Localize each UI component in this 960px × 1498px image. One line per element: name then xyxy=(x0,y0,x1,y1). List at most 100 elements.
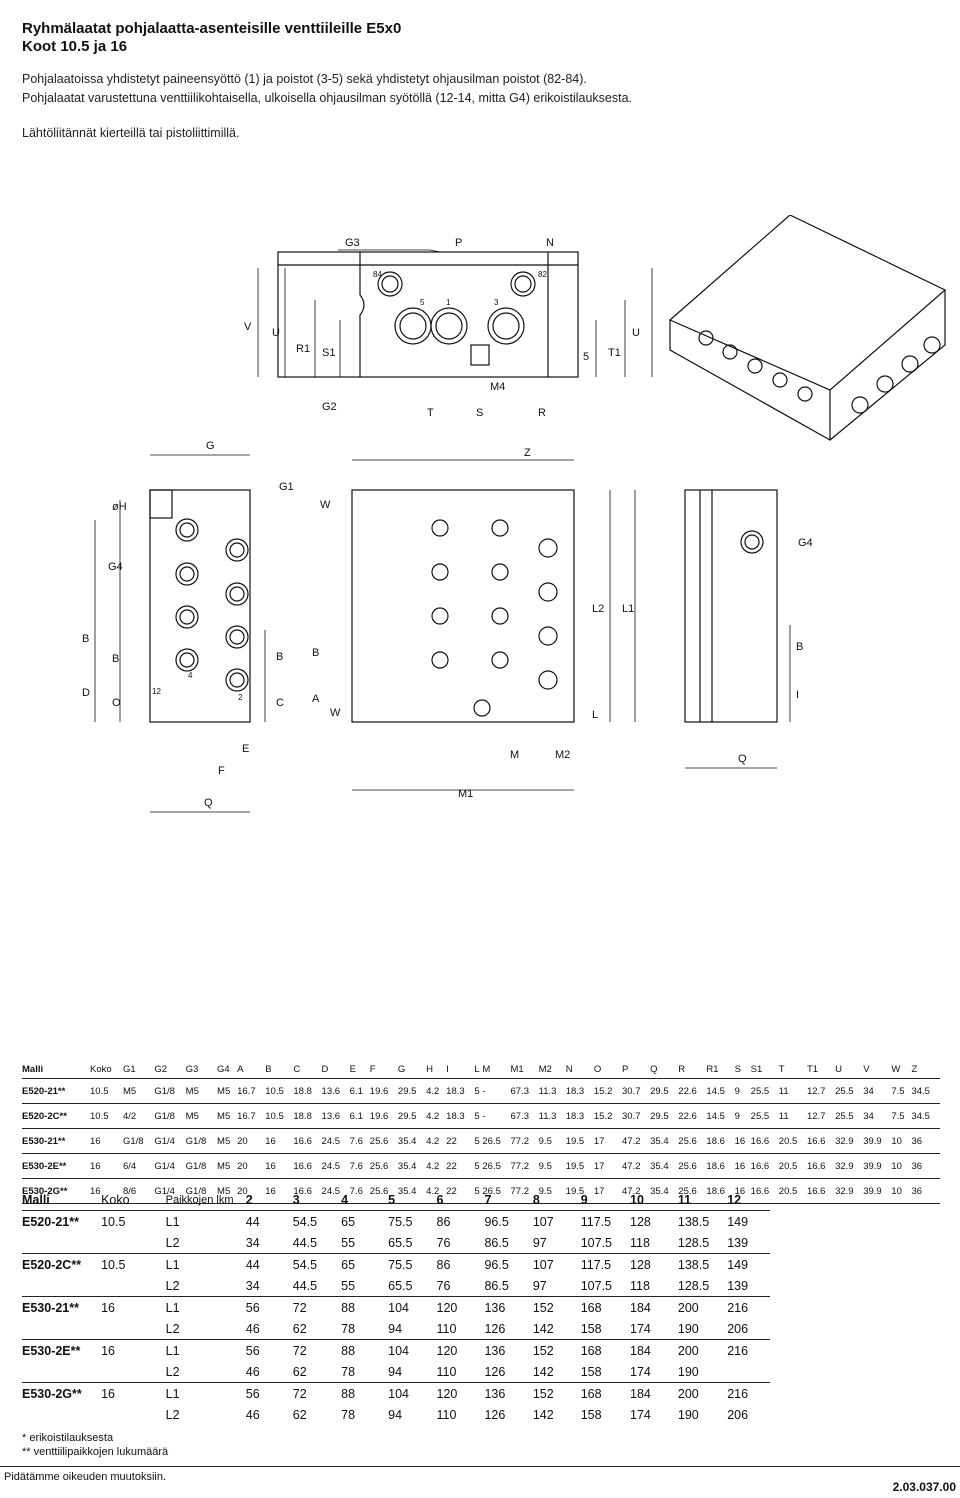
dim-value-cell: 18.3 xyxy=(446,1103,475,1129)
dim-value-cell: 4.2 xyxy=(426,1128,447,1154)
dim-value-cell: 12.7 xyxy=(806,1103,836,1129)
label-U-left: U xyxy=(272,327,280,339)
dim-value-cell: 39.9 xyxy=(863,1153,892,1179)
dim-value-cell: 32.9 xyxy=(835,1178,864,1204)
len-value-cell: 44 xyxy=(245,1257,260,1272)
label-L2: L2 xyxy=(592,603,604,615)
dim-value-cell: 24.5 xyxy=(321,1153,350,1179)
len-value-cell: 138.5 xyxy=(677,1214,710,1229)
dim-header-cell: G1 xyxy=(122,1060,155,1079)
label-5: 5 xyxy=(420,298,425,307)
dim-value-cell: 22 xyxy=(446,1128,475,1154)
dim-value-cell: G1/8 xyxy=(185,1153,218,1179)
label-R: R xyxy=(538,407,546,419)
label-4: 4 xyxy=(188,671,193,680)
dim-header-cell: Q xyxy=(650,1060,679,1079)
len-value-cell: 216 xyxy=(727,1343,749,1358)
dim-value-cell: 4.2 xyxy=(426,1103,447,1129)
dim-header-cell: U xyxy=(835,1060,864,1079)
len-dim-cell: L2 xyxy=(165,1275,246,1297)
len-value-cell: 104 xyxy=(388,1386,410,1401)
dim-value-cell: 18.6 xyxy=(706,1153,735,1179)
dim-value-cell: M5 xyxy=(217,1128,238,1154)
len-value-cell: 216 xyxy=(727,1300,749,1315)
label-G4-left: G4 xyxy=(108,561,123,573)
dim-value-cell: 35.4 xyxy=(650,1128,679,1154)
len-value-cell: 96.5 xyxy=(484,1214,509,1229)
len-value-cell: 94 xyxy=(388,1361,437,1383)
len-value-cell: 168 xyxy=(580,1386,602,1401)
len-value-cell: 110 xyxy=(436,1407,457,1422)
dim-header-cell: Malli xyxy=(22,1060,90,1079)
dim-header-cell: Z xyxy=(911,1060,940,1079)
dim-value-cell: 9 xyxy=(734,1078,751,1104)
len-size-cell: 16 xyxy=(101,1300,115,1315)
dim-header-cell: R xyxy=(678,1060,707,1079)
dim-header-cell: T xyxy=(778,1060,807,1079)
len-value-cell: 107 xyxy=(532,1257,554,1272)
dim-value-cell: 16.6 xyxy=(806,1178,836,1204)
dim-value-cell: 30.7 xyxy=(622,1078,651,1104)
dim-value-cell: 12.7 xyxy=(806,1078,836,1104)
len-value-cell: 78 xyxy=(341,1361,389,1383)
len-value-cell: 126 xyxy=(484,1407,506,1422)
len-value-cell: 190 xyxy=(677,1407,699,1422)
label-N: N xyxy=(546,237,554,249)
len-value-cell: 200 xyxy=(677,1343,699,1358)
label-A: A xyxy=(312,693,320,705)
dim-header-cell: G3 xyxy=(185,1060,218,1079)
dim-header-cell: O xyxy=(593,1060,622,1079)
label-M: M xyxy=(510,749,519,761)
side-view-body xyxy=(149,489,251,723)
len-count-header: 4 xyxy=(341,1190,389,1211)
len-value-cell: 139 xyxy=(727,1275,770,1297)
len-value-cell: 136 xyxy=(484,1343,506,1358)
dim-value-cell: 77.2 xyxy=(510,1153,539,1179)
dim-header-cell: H xyxy=(426,1060,447,1079)
len-value-cell: 136 xyxy=(484,1386,506,1401)
len-dim-cell: L2 xyxy=(165,1407,180,1422)
len-header-size: Koko xyxy=(101,1190,166,1211)
len-value-cell: 72 xyxy=(292,1300,307,1315)
len-value-cell: 97 xyxy=(532,1232,581,1254)
dim-header-cell: M2 xyxy=(538,1060,566,1079)
dim-value-cell: 16 xyxy=(90,1128,123,1154)
label-M4: M4 xyxy=(490,381,505,393)
dim-value-cell: 6/4 xyxy=(122,1153,155,1179)
len-dim-cell: L1 xyxy=(165,1386,180,1401)
label-F: F xyxy=(218,765,225,777)
len-count-header: 11 xyxy=(677,1190,728,1211)
len-value-cell: 65.5 xyxy=(388,1275,437,1297)
intro-line-2: Pohjalaatat varustettuna venttiilikohtai… xyxy=(22,91,633,105)
dim-header-cell: S xyxy=(734,1060,751,1079)
dim-header-cell: T1 xyxy=(806,1060,836,1079)
dim-header-cell: P xyxy=(622,1060,651,1079)
dim-value-cell: 35.4 xyxy=(397,1128,427,1154)
len-model-cell xyxy=(22,1361,102,1383)
front-view-body xyxy=(277,251,579,378)
len-value-cell: 88 xyxy=(341,1386,356,1401)
len-value-cell: 54.5 xyxy=(292,1214,318,1229)
dim-value-cell: 6.1 xyxy=(349,1078,370,1104)
dim-value-cell: 35.4 xyxy=(650,1153,679,1179)
len-value-cell: 88 xyxy=(341,1343,356,1358)
label-1: 1 xyxy=(446,298,451,307)
top-view-body xyxy=(351,489,575,723)
dim-value-cell: 25.5 xyxy=(835,1103,864,1129)
dim-value-cell: 22 xyxy=(446,1153,475,1179)
len-value-cell: 200 xyxy=(677,1300,699,1315)
len-dim-cell: L1 xyxy=(165,1257,180,1272)
len-model-cell: E520-2C** xyxy=(22,1257,82,1272)
footnote-1: * erikoistilauksesta xyxy=(22,1432,114,1444)
len-value-cell: 117.5 xyxy=(580,1257,612,1272)
dim-model-cell: E530-2E** xyxy=(22,1153,90,1179)
dim-value-cell: G1/8 xyxy=(185,1128,218,1154)
dim-value-cell: 19.5 xyxy=(565,1128,594,1154)
len-value-cell: 120 xyxy=(436,1343,458,1358)
len-value-cell: 138.5 xyxy=(677,1257,710,1272)
len-value-cell: 142 xyxy=(532,1318,581,1340)
